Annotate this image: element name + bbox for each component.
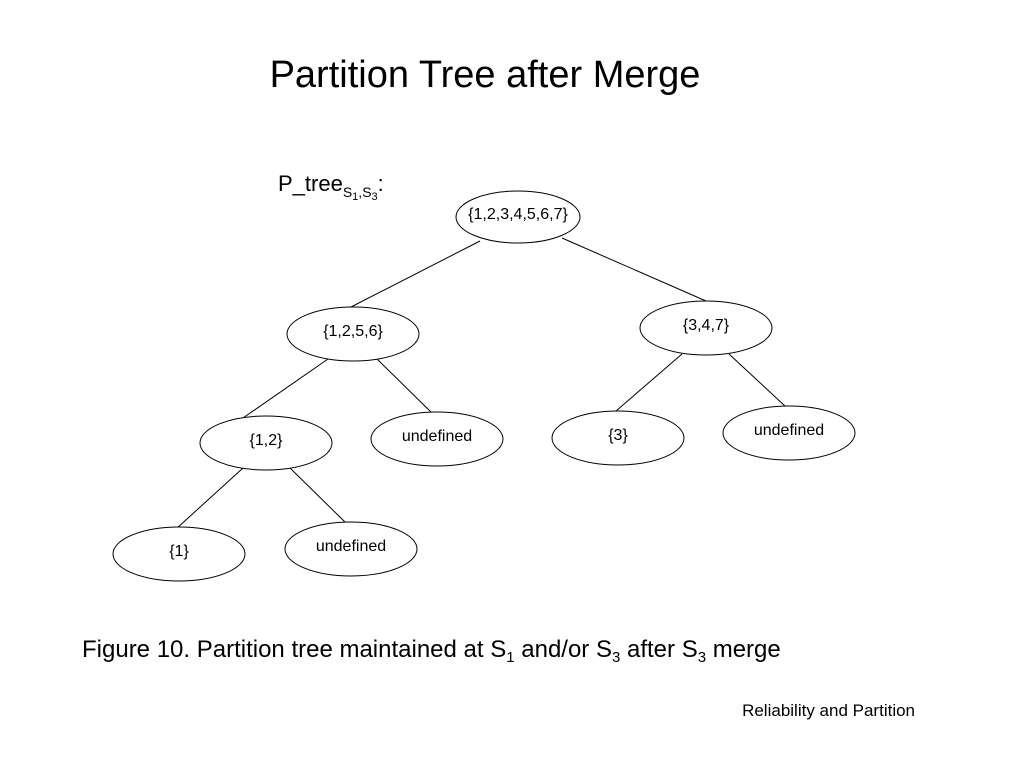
tree-node-n1: {1} xyxy=(112,526,246,582)
tree-node-n12: {1,2} xyxy=(199,415,333,471)
caption-prefix: Figure 10. Partition tree maintained at … xyxy=(82,636,507,663)
tree-edge-n347-to-n3 xyxy=(615,353,683,412)
node-layer: {1,2,3,4,5,6,7} {1,2,5,6} {3,4,7} {1,2} unde… xyxy=(112,190,856,582)
caption-sub-2: 3 xyxy=(611,649,621,666)
tree-node-n3: {3} xyxy=(551,410,685,466)
tree-node-ellipse xyxy=(639,300,773,356)
tree-label-base: P_tree xyxy=(278,171,343,196)
tree-node-n12-undef: undefined xyxy=(284,521,418,577)
tree-edge-n12-to-n1 xyxy=(175,467,244,530)
tree-label-sub-s: S xyxy=(342,184,353,200)
tree-edge-root-to-n347 xyxy=(561,237,707,302)
tree-node-label: {1} xyxy=(169,543,189,560)
tree-node-n1256: {1,2,5,6} xyxy=(286,306,420,362)
tree-node-n347-undef: undefined xyxy=(722,405,856,461)
caption-mid-1: and/or S xyxy=(514,636,612,663)
tree-label-colon: : xyxy=(377,171,384,196)
tree-node-label: undefined xyxy=(316,538,386,555)
tree-node-ellipse xyxy=(370,411,504,467)
slide-title: Partition Tree after Merge xyxy=(269,54,701,96)
tree-node-label: {1,2,3,4,5,6,7} xyxy=(468,206,568,223)
caption-suffix: merge xyxy=(706,636,781,663)
caption-mid-2: after S xyxy=(620,636,698,663)
tree-edge-n12-to-n12-undef xyxy=(289,467,347,524)
tree-label-sub-s2: S xyxy=(362,184,372,200)
tree-node-root: {1,2,3,4,5,6,7} xyxy=(455,190,581,244)
tree-node-ellipse xyxy=(551,410,685,466)
tree-node-ellipse xyxy=(284,521,418,577)
tree-label-subscript: S1,S3 xyxy=(342,184,378,203)
tree-edge-root-to-n1256 xyxy=(348,240,481,309)
tree-node-ellipse xyxy=(112,526,246,582)
caption-sub-3: 3 xyxy=(697,649,707,666)
tree-node-label: {3,4,7} xyxy=(683,317,730,334)
tree-node-ellipse xyxy=(455,190,581,244)
tree-node-label: undefined xyxy=(754,422,824,439)
edge-layer xyxy=(175,237,786,530)
tree-node-ellipse xyxy=(722,405,856,461)
tree-node-n347: {3,4,7} xyxy=(639,300,773,356)
tree-node-label: undefined xyxy=(402,428,472,445)
tree-label-sub-1: 1 xyxy=(352,191,359,203)
tree-node-ellipse xyxy=(199,415,333,471)
tree-node-label: {1,2} xyxy=(250,432,284,449)
figure-caption: Figure 10. Partition tree maintained at … xyxy=(82,634,781,666)
tree-node-label: {1,2,5,6} xyxy=(323,323,383,340)
tree-node-ellipse xyxy=(286,306,420,362)
tree-label-sub-comma: , xyxy=(358,184,363,200)
slide-footer: Reliability and Partition xyxy=(742,701,915,720)
tree-label: P_treeS1,S3: xyxy=(278,170,384,203)
tree-edge-n347-to-n347-undef xyxy=(728,353,786,407)
caption-sub-1: 1 xyxy=(506,649,515,666)
tree-node-label: {3} xyxy=(608,427,628,444)
tree-edge-n1256-to-n12 xyxy=(242,358,329,419)
tree-node-n1256-undef: undefined xyxy=(370,411,504,467)
tree-label-sub-3: 3 xyxy=(371,191,378,203)
tree-edge-n1256-to-n1256-undef xyxy=(376,358,433,414)
